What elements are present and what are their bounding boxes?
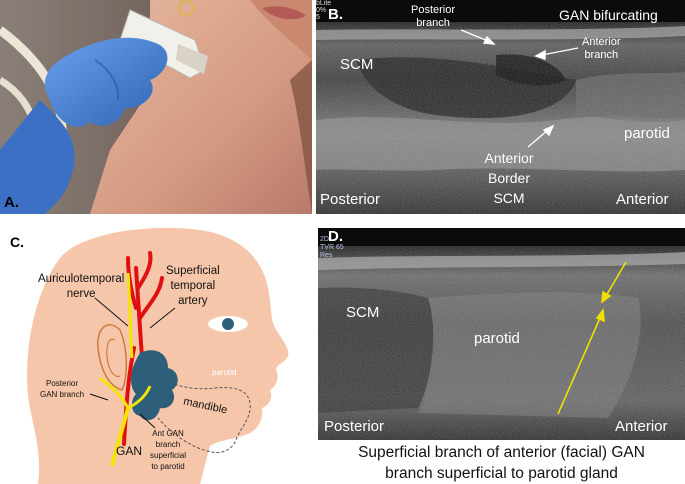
- ant-gan-branch-label: Ant GAN branch superficial to parotid: [150, 429, 187, 471]
- caption-line-1: Superficial branch of anterior (facial) …: [358, 444, 645, 461]
- probe-on-neck-photo: [0, 0, 312, 214]
- anterior-orientation-d: Anterior: [615, 418, 668, 435]
- gan-label: GAN: [116, 444, 143, 458]
- panel-b-label: B.: [328, 6, 343, 23]
- posterior-branch-label: Posterior branch: [411, 4, 456, 29]
- parotid-label-c: parotid: [212, 368, 237, 377]
- panel-a-label: A.: [4, 194, 19, 211]
- figure-caption: Superficial branch of anterior (facial) …: [318, 442, 685, 484]
- panel-d-label: D.: [328, 228, 343, 245]
- panel-a-photo: A.: [0, 0, 312, 214]
- panel-c-label: C.: [10, 234, 24, 250]
- panel-c-illustration: C. Auriculotemporal nerve Superficial te…: [0, 218, 312, 484]
- head-anatomy-diagram: [27, 227, 289, 484]
- posterior-orientation-d: Posterior: [324, 418, 385, 435]
- scm-label-b: SCM: [340, 56, 374, 73]
- posterior-orientation-b: Posterior: [320, 191, 381, 208]
- scm-label-d: SCM: [346, 304, 380, 321]
- ultrasound-image-d: [318, 228, 685, 440]
- posterior-gan-branch-label: Posterior GAN branch: [40, 379, 85, 399]
- anterior-orientation-b: Anterior: [616, 191, 669, 208]
- auriculotemporal-nerve-label: Auriculotemporal nerve: [38, 273, 125, 300]
- superficial-temporal-artery-label: Superficial temporal artery: [166, 265, 220, 307]
- caption-line-2: branch superficial to parotid gland: [385, 465, 618, 482]
- parotid-label-b: parotid: [624, 125, 670, 142]
- gan-bifurcating-title: GAN bifurcating: [559, 7, 658, 23]
- anterior-border-scm-label: Anterior Border SCM: [484, 150, 534, 206]
- anterior-branch-label: Anterior branch: [582, 36, 621, 61]
- parotid-label-d: parotid: [474, 330, 520, 347]
- ultrasound-image-b: [316, 0, 685, 214]
